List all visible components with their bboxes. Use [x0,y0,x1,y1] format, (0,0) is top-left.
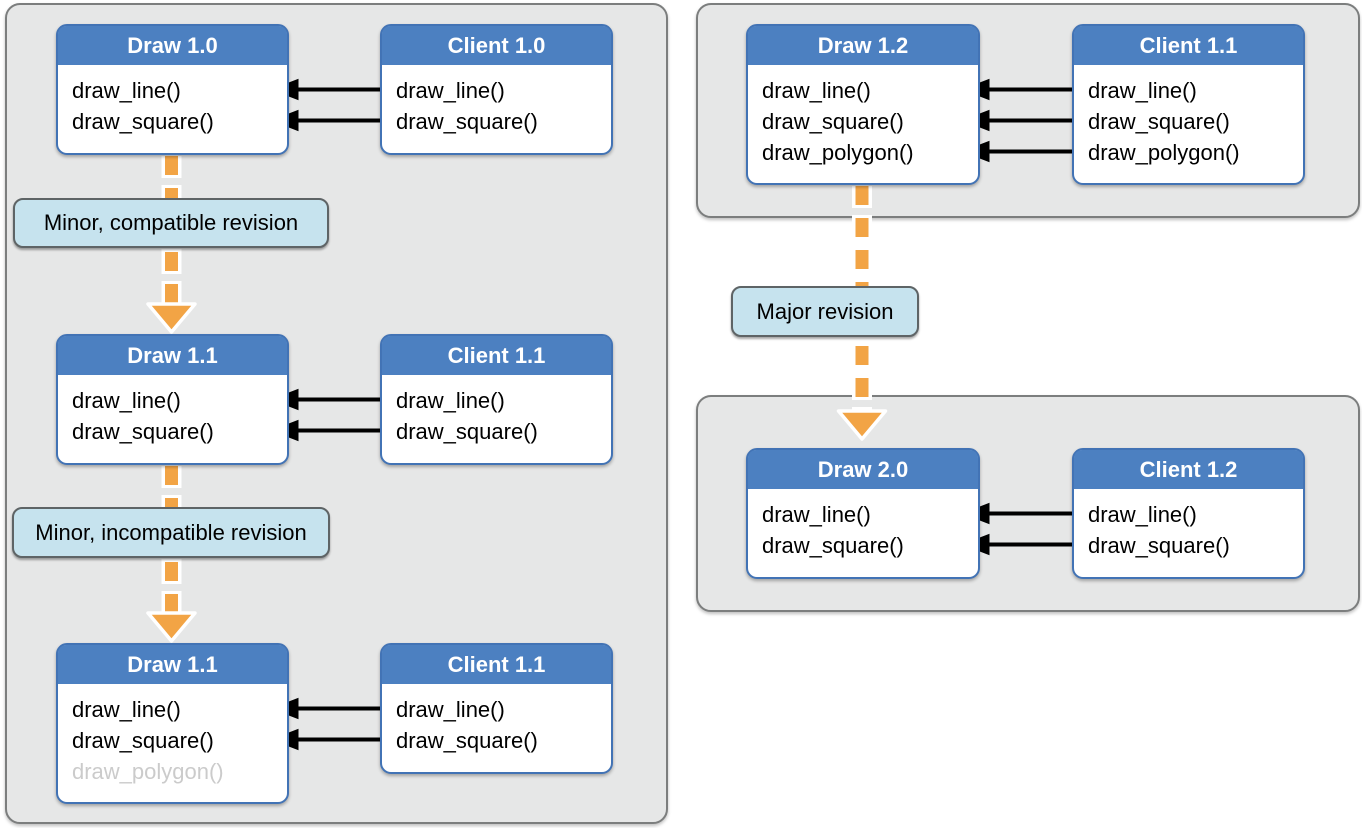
box-title: Client 1.1 [382,645,611,684]
function-name: draw_square() [396,109,538,134]
function-name: draw_line() [1088,502,1197,527]
function-name: draw_square() [396,419,538,444]
function-name-disabled: draw_polygon() [72,759,224,784]
function-name: draw_line() [72,697,181,722]
box-title: Client 1.1 [1074,26,1303,65]
function-name: draw_square() [396,728,538,753]
box-client-1-1-row3: Client 1.1 draw_line() draw_square() [380,643,613,774]
function-name: draw_line() [762,502,871,527]
box-draw-1-1: Draw 1.1 draw_line() draw_square() [56,334,289,465]
function-name: draw_square() [1088,109,1230,134]
function-name: draw_line() [1088,78,1197,103]
function-name: draw_line() [396,388,505,413]
box-draw-2-0: Draw 2.0 draw_line() draw_square() [746,448,980,579]
function-name: draw_polygon() [1088,140,1240,165]
label-minor-incompatible-revision: Minor, incompatible revision [12,507,330,558]
function-name: draw_line() [72,388,181,413]
box-client-1-2: Client 1.2 draw_line() draw_square() [1072,448,1305,579]
box-title: Draw 1.1 [58,645,287,684]
function-name: draw_polygon() [762,140,914,165]
function-name: draw_square() [72,419,214,444]
box-title: Client 1.1 [382,336,611,375]
box-draw-1-1-incompatible: Draw 1.1 draw_line() draw_square() draw_… [56,643,289,804]
function-name: draw_square() [1088,533,1230,558]
function-name: draw_square() [762,109,904,134]
function-name: draw_square() [72,728,214,753]
function-name: draw_square() [72,109,214,134]
box-client-1-1-right: Client 1.1 draw_line() draw_square() dra… [1072,24,1305,185]
function-name: draw_square() [762,533,904,558]
function-name: draw_line() [396,78,505,103]
box-draw-1-0: Draw 1.0 draw_line() draw_square() [56,24,289,155]
box-client-1-1: Client 1.1 draw_line() draw_square() [380,334,613,465]
function-name: draw_line() [396,697,505,722]
box-title: Client 1.0 [382,26,611,65]
function-name: draw_line() [72,78,181,103]
box-title: Client 1.2 [1074,450,1303,489]
box-title: Draw 1.0 [58,26,287,65]
function-name: draw_line() [762,78,871,103]
box-title: Draw 1.1 [58,336,287,375]
box-title: Draw 2.0 [748,450,978,489]
box-draw-1-2: Draw 1.2 draw_line() draw_square() draw_… [746,24,980,185]
label-minor-compatible-revision: Minor, compatible revision [13,198,329,248]
box-client-1-0: Client 1.0 draw_line() draw_square() [380,24,613,155]
box-title: Draw 1.2 [748,26,978,65]
label-major-revision: Major revision [731,286,919,337]
